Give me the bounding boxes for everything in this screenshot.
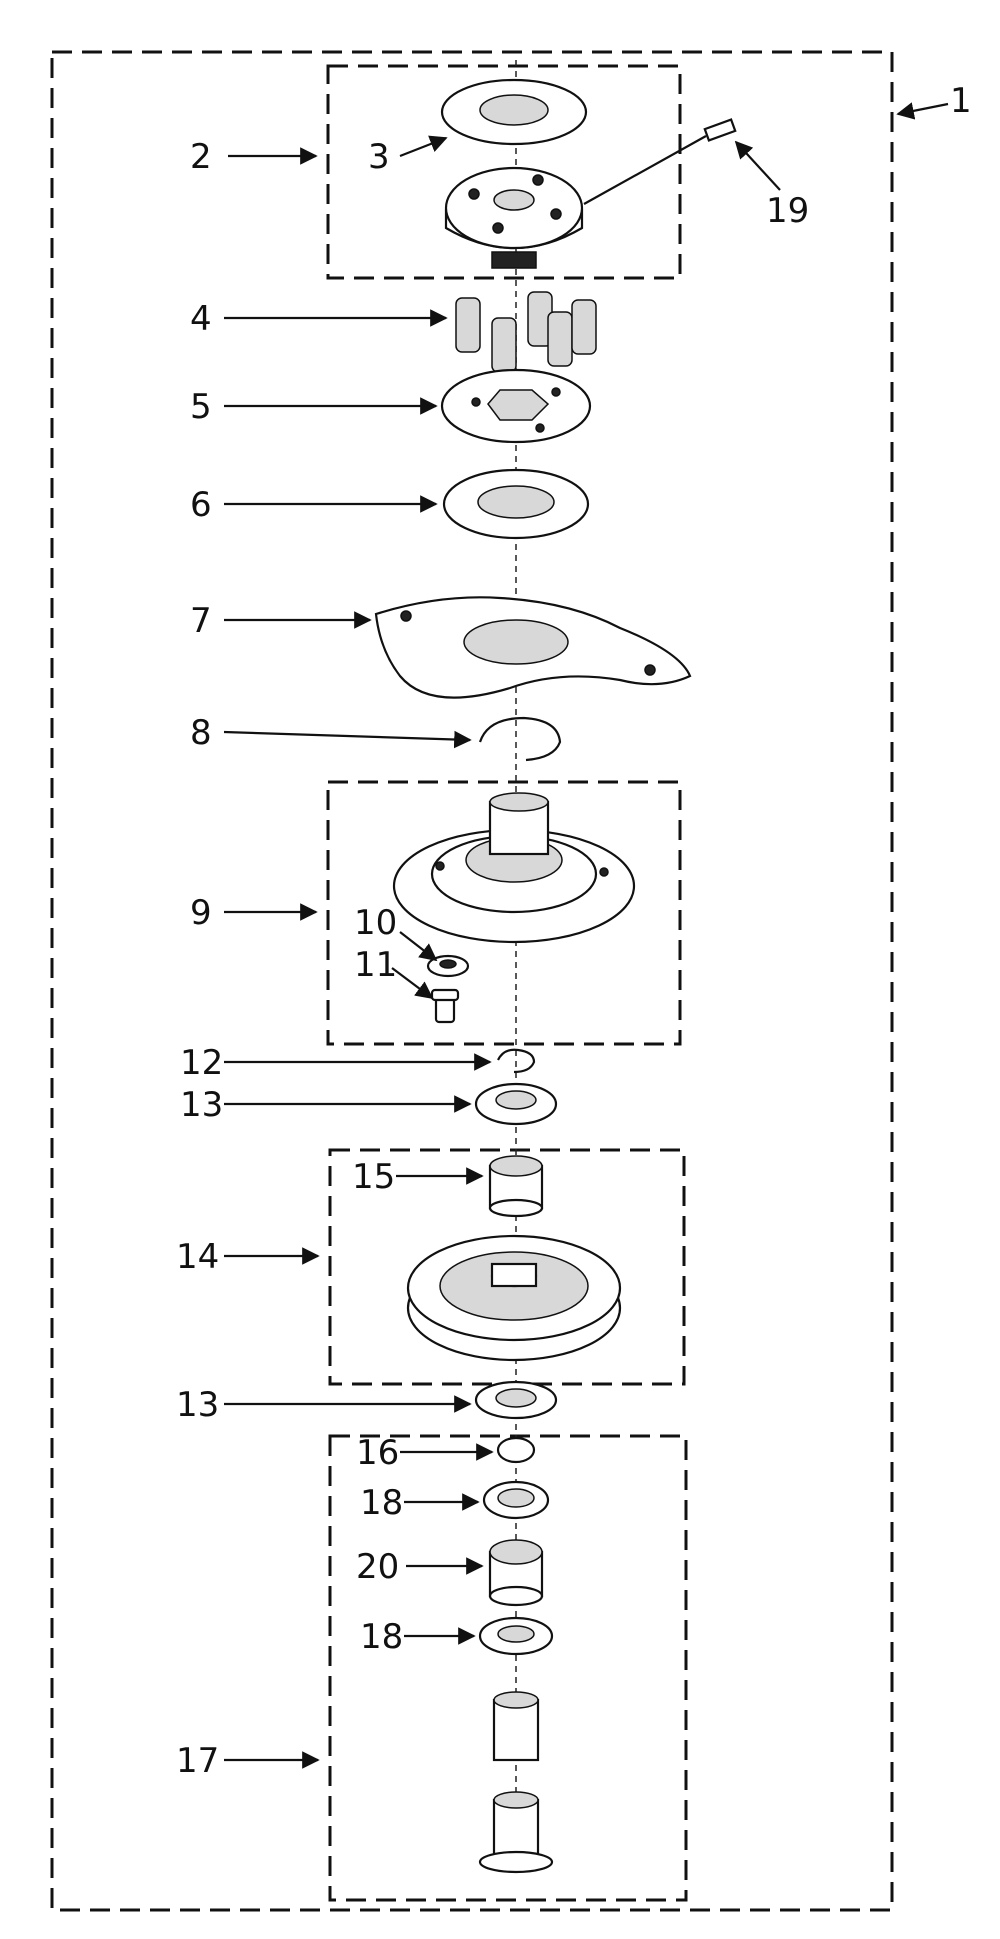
callout-1: 1: [950, 81, 972, 121]
callout-4: 4: [190, 299, 212, 339]
part-4-springs: [455, 291, 597, 373]
callout-14: 14: [176, 1237, 219, 1277]
part-9-flange: [392, 792, 636, 944]
callout-18-lower: 18: [360, 1617, 403, 1657]
part-3-washer: [440, 78, 588, 146]
leader-lines: [223, 102, 949, 1769]
callout-17: 17: [176, 1741, 219, 1781]
part-20-bearing: [488, 1539, 544, 1607]
part-7-bracket: [374, 596, 692, 699]
part-16-cap: [496, 1436, 536, 1464]
subassembly-17-box: [328, 1434, 688, 1902]
part-13-lower-washer: [474, 1380, 558, 1420]
callout-6: 6: [190, 485, 212, 525]
callout-16: 16: [356, 1433, 399, 1473]
callout-18-upper: 18: [360, 1483, 403, 1523]
callout-11: 11: [354, 945, 397, 985]
callout-20: 20: [356, 1547, 399, 1587]
callout-12: 12: [180, 1043, 223, 1083]
callout-3: 3: [368, 137, 390, 177]
callout-5: 5: [190, 387, 212, 427]
callout-19: 19: [766, 191, 809, 231]
part-11-screw: [430, 988, 460, 1024]
callout-7: 7: [190, 601, 212, 641]
callout-10: 10: [354, 903, 397, 943]
part-10-washer: [426, 954, 470, 978]
part-19-pin: [583, 118, 737, 205]
callout-8: 8: [190, 713, 212, 753]
assembly-boundary: [50, 50, 894, 1912]
part-5-plate: [440, 368, 592, 444]
part-18-upper-washer: [482, 1480, 550, 1520]
part-14-pulley: [406, 1234, 622, 1362]
callout-13-upper: 13: [180, 1085, 223, 1125]
callout-13-lower: 13: [176, 1385, 219, 1425]
part-2-hub: [444, 166, 584, 269]
part-17-shaft: [478, 1691, 554, 1874]
part-18-lower-washer: [478, 1616, 554, 1656]
subassembly-2-box: [326, 64, 682, 280]
part-12-clip: [497, 1048, 536, 1074]
subassembly-9-box: [326, 780, 682, 1046]
callout-9: 9: [190, 893, 212, 933]
part-6-ring: [442, 468, 590, 540]
callout-2: 2: [190, 137, 212, 177]
part-8-snap-ring: [478, 716, 562, 762]
callout-15: 15: [352, 1157, 395, 1197]
part-13-upper-washer: [474, 1082, 558, 1126]
part-15-bushing: [488, 1155, 544, 1218]
